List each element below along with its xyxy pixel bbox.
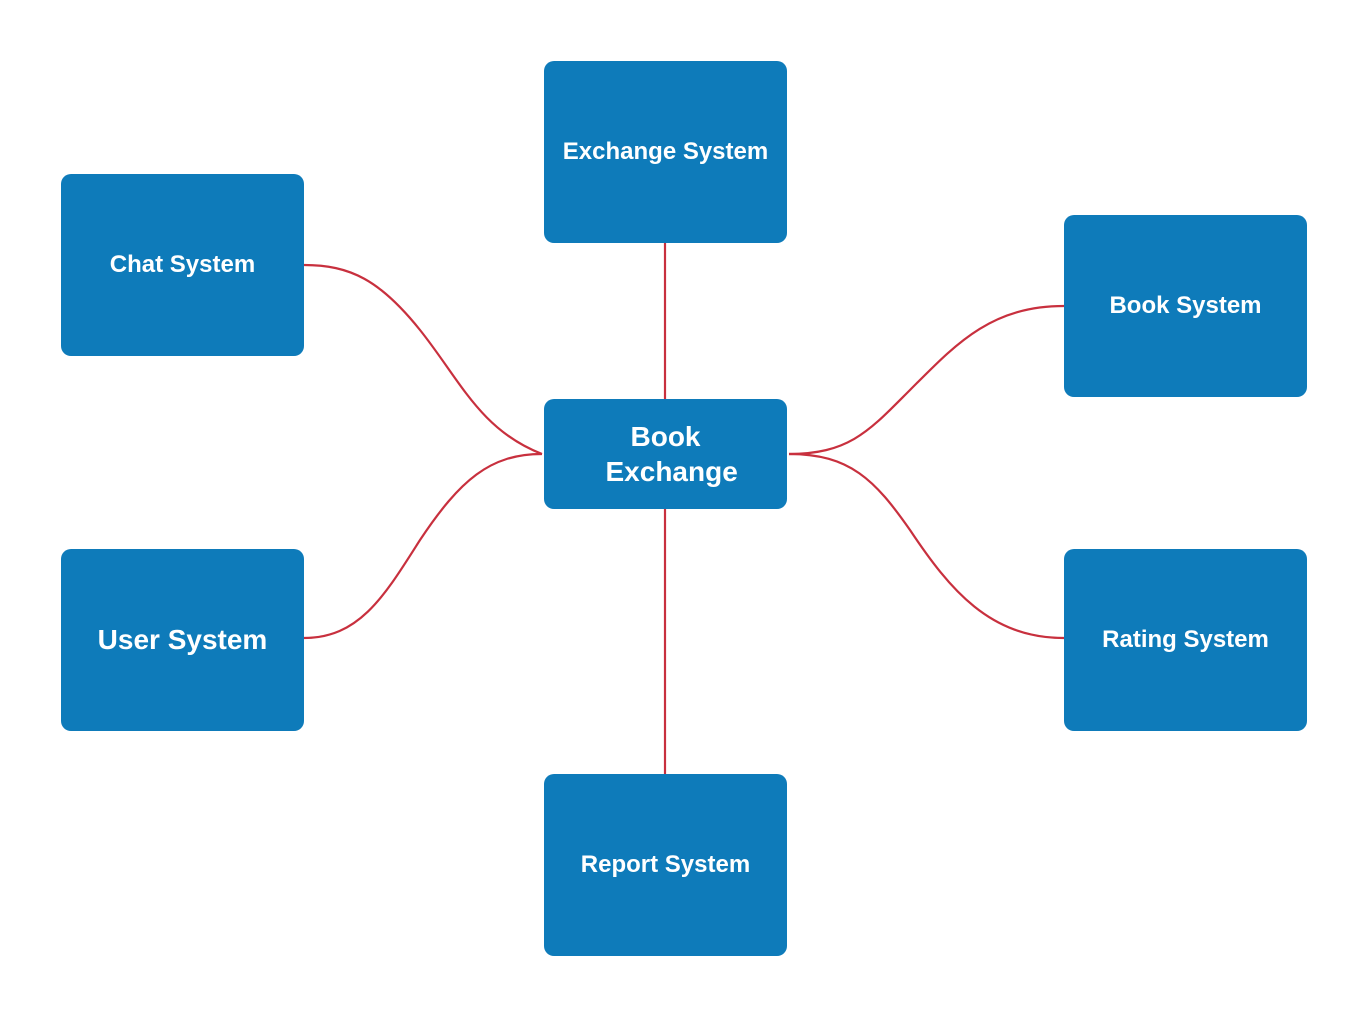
connector-center-rating bbox=[788, 452, 1065, 640]
rating-system-label: Rating System bbox=[1102, 626, 1269, 654]
user-system-label: User System bbox=[97, 623, 268, 655]
book-system-label: Book System bbox=[1109, 292, 1262, 320]
rating-system-node[interactable]: Rating System bbox=[1064, 549, 1307, 731]
connector-center-user bbox=[303, 452, 543, 640]
connector-center-chat bbox=[303, 263, 543, 456]
book-exchange-center-node[interactable]: Book Exchange bbox=[544, 399, 787, 509]
chat-system-node[interactable]: Chat System bbox=[61, 174, 304, 356]
exchange-system-node[interactable]: Exchange System bbox=[544, 61, 787, 243]
exchange-system-label: Exchange System bbox=[562, 138, 769, 166]
book-exchange-label: Book Exchange bbox=[605, 421, 738, 487]
book-system-node[interactable]: Book System bbox=[1064, 215, 1307, 397]
report-system-node[interactable]: Report System bbox=[544, 774, 787, 956]
connector-center-book bbox=[788, 304, 1065, 456]
chat-system-label: Chat System bbox=[109, 251, 256, 279]
user-system-node[interactable]: User System bbox=[61, 549, 304, 731]
report-system-label: Report System bbox=[580, 851, 751, 879]
